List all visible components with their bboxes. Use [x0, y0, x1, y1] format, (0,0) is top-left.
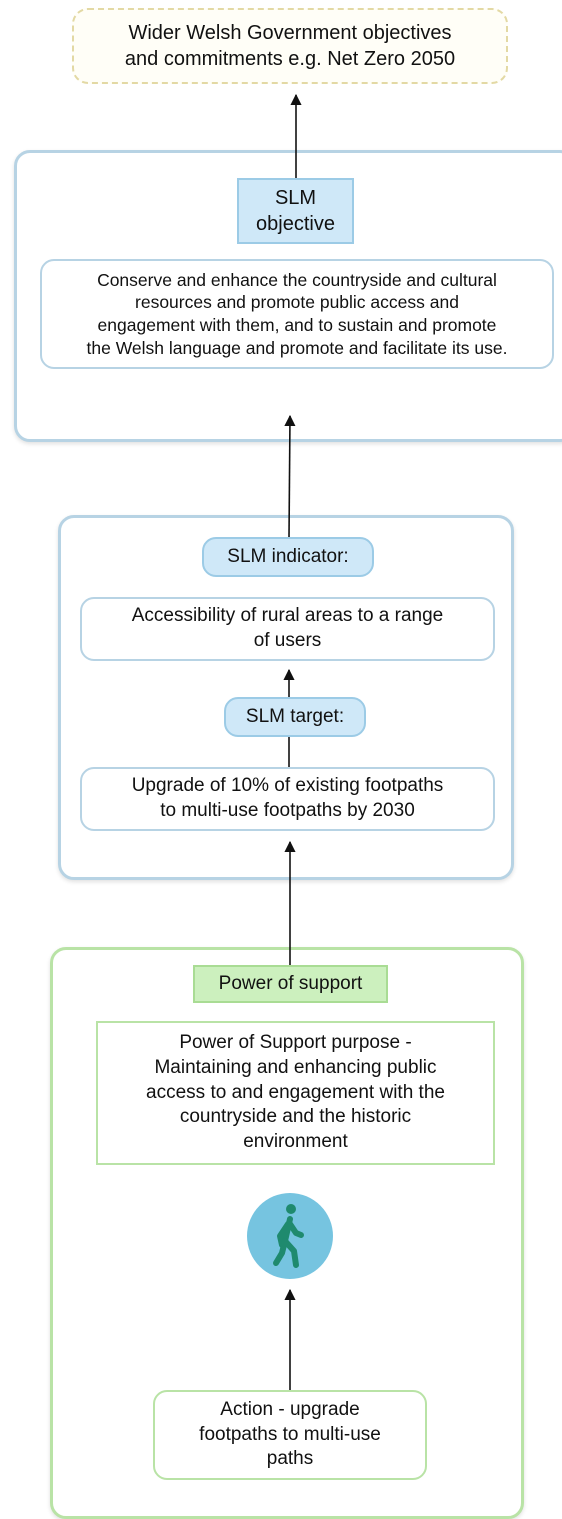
slm-indicator-text: Accessibility of rural areas to a range … [131, 605, 444, 651]
slm-target-text-box: Upgrade of 10% of existing footpaths to … [80, 767, 495, 831]
slm-target-label-text: SLM target: [245, 705, 345, 727]
power-of-support-purpose-box: Power of Support purpose - Maintaining a… [96, 1021, 495, 1165]
wider-government-objectives-box: Wider Welsh Government objectives and co… [72, 8, 508, 84]
action-text: Action - upgrade footpaths to multi-use … [199, 1398, 381, 1470]
walking-person-icon [247, 1193, 333, 1279]
power-of-support-purpose-text: Power of Support purpose - Maintaining a… [146, 1032, 445, 1153]
slm-indicator-label: SLM indicator: [202, 537, 374, 577]
slm-target-text: Upgrade of 10% of existing footpaths to … [131, 775, 444, 821]
arrow-indicator-to-objective [284, 414, 296, 538]
slm-indicator-label-text: SLM indicator: [227, 545, 349, 567]
wider-government-objectives-text: Wider Welsh Government objectives and co… [124, 22, 456, 70]
slm-target-label: SLM target: [224, 697, 366, 737]
action-box: Action - upgrade footpaths to multi-use … [153, 1390, 427, 1480]
slm-objective-label: SLM objective [237, 178, 354, 244]
slm-objective-label-text: SLM objective [256, 187, 335, 235]
slm-objective-text-box: Conserve and enhance the countryside and… [40, 259, 554, 369]
slm-indicator-text-box: Accessibility of rural areas to a range … [80, 597, 495, 661]
power-of-support-label: Power of support [193, 965, 388, 1003]
power-of-support-label-text: Power of support [218, 972, 363, 994]
slm-objective-text: Conserve and enhance the countryside and… [86, 269, 508, 358]
